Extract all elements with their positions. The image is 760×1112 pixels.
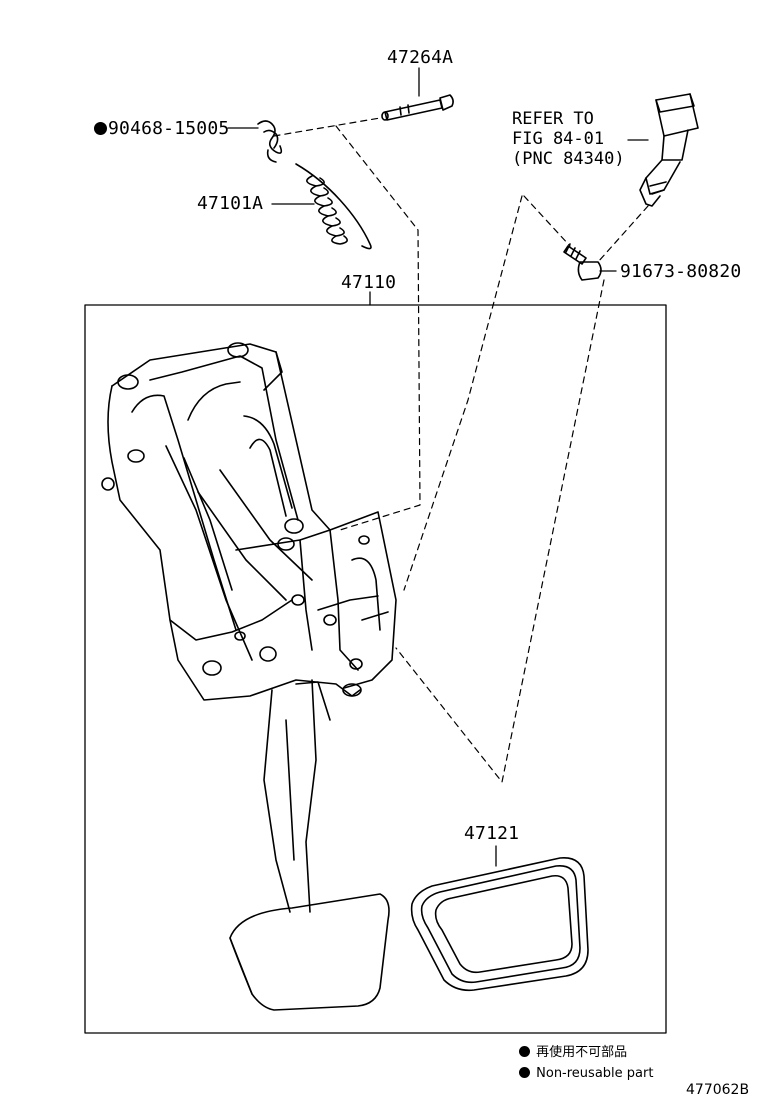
legend-japanese: 再使用不可部品 bbox=[519, 1045, 627, 1061]
bolt-91673-80820-drawing bbox=[563, 243, 617, 281]
reference-line-1: REFER TO bbox=[512, 109, 594, 129]
label-clip-90468-15005: 90468-15005 bbox=[94, 119, 229, 139]
stop-lamp-switch-drawing bbox=[627, 93, 699, 207]
legend-english-text: Non-reusable part bbox=[536, 1066, 654, 1081]
pedal-pad-47121-drawing bbox=[410, 845, 589, 992]
pin-47264a-drawing bbox=[381, 67, 454, 121]
figure-id: 477062B bbox=[686, 1082, 750, 1098]
assembly-frame bbox=[84, 304, 667, 1034]
label-pin-47264a: 47264A bbox=[387, 47, 454, 68]
label-spring-47101a: 47101A bbox=[197, 193, 264, 214]
label-pedal-pad-47121: 47121 bbox=[464, 823, 520, 844]
spring-47101a-drawing bbox=[271, 163, 372, 250]
reference-line-3: (PNC 84340) bbox=[512, 149, 625, 169]
reference-line-2: FIG 84-01 bbox=[512, 129, 605, 149]
legend-english: Non-reusable part bbox=[519, 1066, 653, 1082]
alignment-lines bbox=[273, 117, 649, 783]
legend-dot-icon bbox=[519, 1067, 530, 1078]
legend-dot-icon bbox=[519, 1046, 530, 1057]
label-bolt-91673-80820: 91673-80820 bbox=[620, 261, 742, 282]
clip-90468-15005-drawing bbox=[227, 120, 283, 163]
legend-japanese-text: 再使用不可部品 bbox=[536, 1045, 628, 1060]
label-pedal-assembly-47110: 47110 bbox=[341, 272, 397, 293]
pedal-assembly-47110-drawing bbox=[101, 342, 397, 1011]
clip-part-number: 90468-15005 bbox=[108, 118, 230, 139]
non-reusable-marker-icon bbox=[94, 122, 107, 135]
